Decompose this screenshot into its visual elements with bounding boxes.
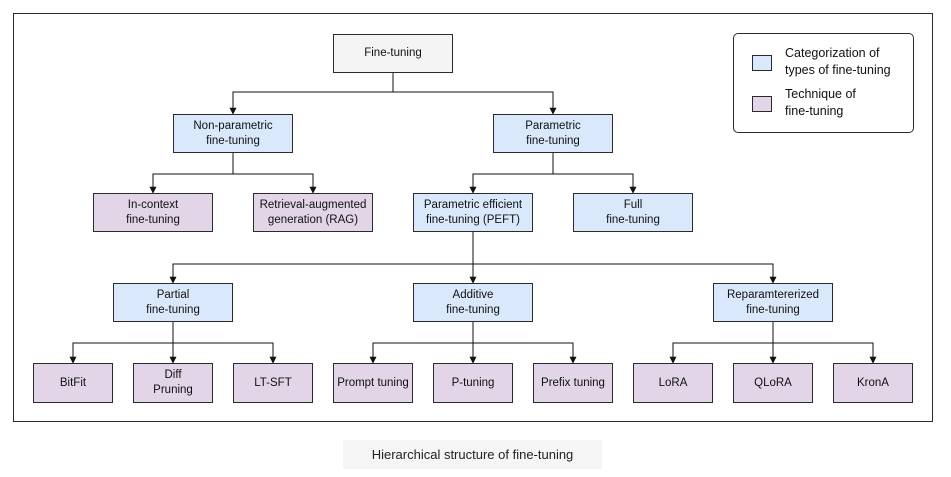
edge-parametric-full: [553, 173, 637, 194]
node-non-parametric: Non-parametric fine-tuning: [173, 114, 293, 153]
node-partial-label: Partial fine-tuning: [146, 288, 200, 316]
edge-partial-bitfit: [69, 322, 174, 364]
node-additive: Additive fine-tuning: [413, 283, 533, 322]
node-in-context: In-context fine-tuning: [93, 193, 213, 232]
node-in-context-label: In-context fine-tuning: [126, 198, 180, 226]
node-reparameterized-label: Reparamtererized fine-tuning: [726, 288, 820, 316]
legend-label-technique: Technique of fine-tuning: [785, 87, 856, 118]
node-prompt-tuning-label: Prompt tuning: [337, 376, 409, 389]
node-parametric: Parametric fine-tuning: [493, 114, 613, 153]
edge-nonparametric-incontext: [149, 153, 234, 194]
node-qlora-label: QLoRA: [754, 376, 792, 389]
node-lt-sft-label: LT-SFT: [254, 376, 292, 389]
legend: Categorization of types of fine-tuning T…: [733, 33, 914, 133]
edge-root-parametric: [393, 91, 557, 115]
edge-root-nonparametric: [229, 73, 394, 115]
edge-additive-prompt: [369, 322, 474, 364]
node-lora-label: LoRA: [658, 376, 688, 389]
node-fine-tuning: Fine-tuning: [333, 34, 453, 73]
node-p-tuning-label: P-tuning: [451, 376, 495, 389]
node-prefix-tuning: Prefix tuning: [533, 363, 613, 403]
node-peft-label: Parametric efficient fine-tuning (PEFT): [423, 198, 523, 226]
node-peft: Parametric efficient fine-tuning (PEFT): [413, 193, 533, 232]
node-fine-tuning-label: Fine-tuning: [364, 47, 422, 59]
node-p-tuning: P-tuning: [433, 363, 513, 403]
node-lora: LoRA: [633, 363, 713, 403]
node-rag-label: Retrieval-augmented generation (RAG): [259, 198, 367, 226]
node-reparameterized: Reparamtererized fine-tuning: [713, 283, 833, 322]
legend-item-category: Categorization of types of fine-tuning: [752, 45, 915, 79]
node-full: Full fine-tuning: [573, 193, 693, 232]
node-qlora: QLoRA: [733, 363, 813, 403]
node-non-parametric-label: Non-parametric fine-tuning: [193, 119, 273, 147]
edge-additive-prefix: [473, 342, 577, 364]
node-krona-label: KronA: [857, 376, 889, 389]
node-full-label: Full fine-tuning: [606, 198, 660, 226]
node-bitfit: BitFit: [33, 363, 113, 403]
legend-item-technique: Technique of fine-tuning: [752, 86, 915, 120]
node-prefix-tuning-label: Prefix tuning: [541, 376, 605, 389]
edge-peft-partial: [169, 232, 474, 284]
node-diff-pruning: Diff Pruning: [133, 363, 213, 403]
edge-reparam-krona: [773, 342, 877, 364]
edge-nonparametric-rag: [233, 173, 317, 194]
edge-parametric-peft: [469, 153, 554, 194]
node-partial: Partial fine-tuning: [113, 283, 233, 322]
node-prompt-tuning: Prompt tuning: [333, 363, 413, 403]
edge-peft-reparam: [473, 263, 777, 284]
node-lt-sft: LT-SFT: [233, 363, 313, 403]
node-bitfit-label: BitFit: [59, 376, 87, 389]
edge-reparam-lora: [669, 322, 774, 364]
legend-swatch-technique: [752, 96, 772, 112]
diagram-frame: [13, 13, 933, 422]
legend-label-category: Categorization of types of fine-tuning: [785, 46, 891, 77]
node-additive-label: Additive fine-tuning: [446, 288, 500, 316]
node-rag: Retrieval-augmented generation (RAG): [253, 193, 373, 232]
figure-caption: Hierarchical structure of fine-tuning: [343, 440, 602, 469]
legend-swatch-category: [752, 55, 772, 71]
node-diff-pruning-label: Diff Pruning: [153, 369, 193, 396]
node-parametric-label: Parametric fine-tuning: [525, 119, 581, 147]
edge-partial-ltsft: [173, 342, 277, 364]
node-krona: KronA: [833, 363, 913, 403]
